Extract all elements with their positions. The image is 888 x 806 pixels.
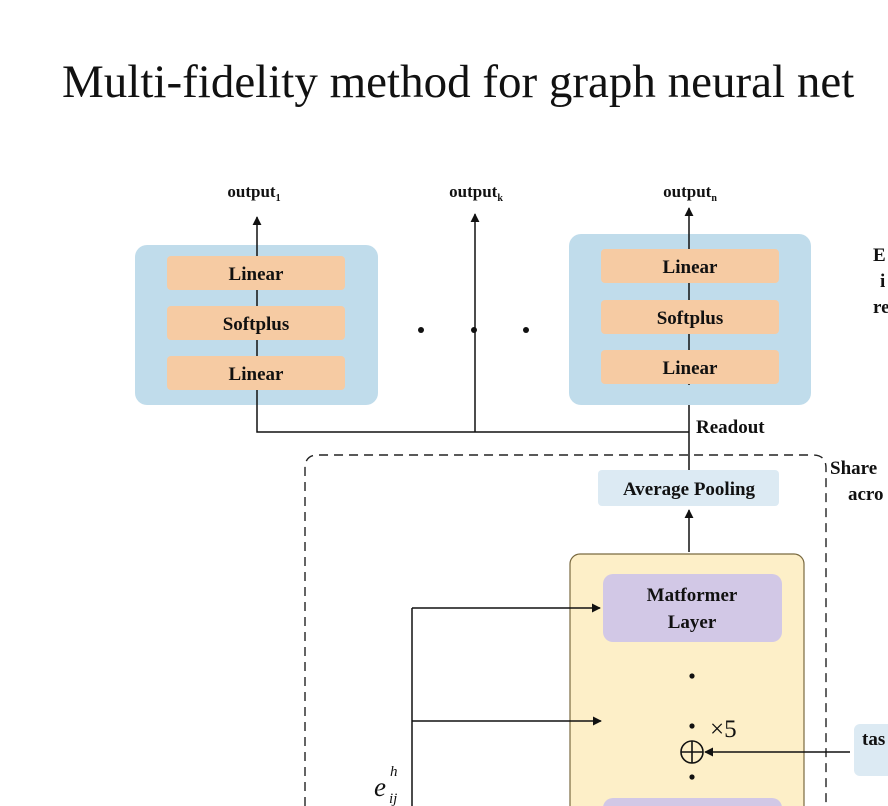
edge-feature-label: e xyxy=(374,772,386,802)
output-1-label: output1 xyxy=(227,182,280,204)
output-n-label: outputn xyxy=(663,182,717,204)
ellipsis-dot xyxy=(471,327,477,333)
shared-region-border xyxy=(304,454,827,806)
core-dot xyxy=(689,723,695,729)
average-pooling-box xyxy=(598,470,779,506)
right-annotation-line2: i xyxy=(880,271,885,292)
shared-annotation-line1: Share xyxy=(830,458,877,479)
task-label: tas xyxy=(862,729,885,750)
page-title: Multi-fidelity method for graph neural n… xyxy=(62,56,855,108)
edge-feature-sub: ij xyxy=(389,791,397,806)
matformer-layer-box xyxy=(603,574,782,642)
right-annotation-line1: E xyxy=(873,245,886,266)
core-dot xyxy=(689,673,695,679)
shared-annotation-line2: acro xyxy=(848,484,884,505)
head-left-linear-top xyxy=(167,256,345,290)
head-left-layer-label: Linear xyxy=(229,264,284,285)
head-right-layer-label: Softplus xyxy=(657,308,724,329)
readout-label: Readout xyxy=(696,417,765,438)
task-box xyxy=(854,724,888,776)
repeat-label: ×5 xyxy=(710,716,737,743)
matformer-label-line1: Matformer xyxy=(647,585,738,606)
matformer-label-line2: Layer xyxy=(668,612,717,633)
head-left-layer-label: Softplus xyxy=(223,314,290,335)
edge-feature-sup: h xyxy=(390,764,398,780)
output-k-label: outputk xyxy=(449,182,503,204)
average-pooling-label: Average Pooling xyxy=(623,479,756,500)
core-dot xyxy=(689,774,695,780)
head-right-layer-label: Linear xyxy=(663,257,718,278)
head-left-linear-bottom xyxy=(167,356,345,390)
readout-bus xyxy=(256,395,689,433)
head-left-layer-label: Linear xyxy=(229,364,284,385)
head-right-softplus xyxy=(601,300,779,334)
head-left-softplus xyxy=(167,306,345,340)
head-right-linear-top xyxy=(601,249,779,283)
ellipsis-dot xyxy=(523,327,529,333)
head-right-layer-label: Linear xyxy=(663,358,718,379)
ellipsis-dot xyxy=(418,327,424,333)
head-right-linear-bottom xyxy=(601,350,779,384)
matformer-layer-box-lower xyxy=(603,798,782,806)
right-annotation-line3: re xyxy=(873,297,888,318)
